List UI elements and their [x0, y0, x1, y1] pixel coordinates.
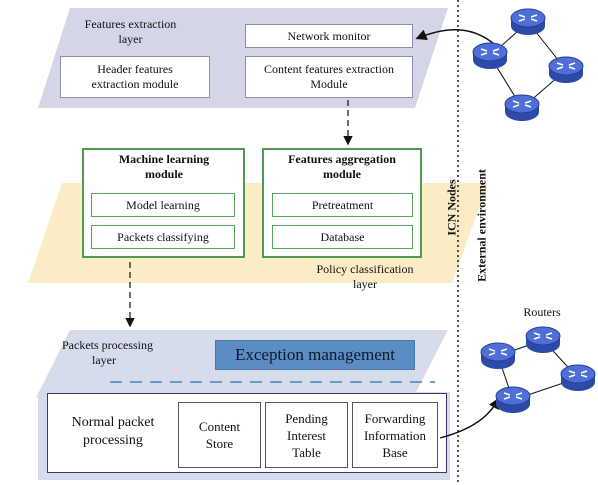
network-monitor-box: Network monitor: [245, 24, 413, 48]
router-icon: [472, 42, 508, 70]
features-extraction-layer-title: Features extraction layer: [84, 17, 177, 46]
router-icon: [560, 364, 596, 392]
database-box: Database: [272, 225, 413, 249]
routers-label: Routers: [523, 305, 561, 319]
normal-packet-processing-label: Normal packet processing: [71, 415, 155, 448]
arrow-fib-to-routers: [439, 397, 500, 439]
router-icon: [525, 326, 561, 354]
pending-interest-table-box: Pending Interest Table: [265, 402, 348, 468]
exception-management-box: Exception management: [215, 340, 415, 370]
packets-classifying-box: Packets classifying: [91, 225, 235, 249]
features-aggregation-module-title: Features aggregation module: [288, 152, 396, 181]
router-icon: [510, 8, 546, 36]
router-icon: [504, 94, 540, 122]
packets-processing-layer-title: Packets processing layer: [62, 338, 153, 367]
header-features-module: Header features extraction module: [60, 56, 210, 98]
content-store-box: Content Store: [178, 402, 261, 468]
router-icon: [548, 56, 584, 84]
policy-classification-layer-title: Policy classification layer: [316, 262, 414, 291]
model-learning-box: Model learning: [91, 193, 235, 217]
pretreatment-box: Pretreatment: [272, 193, 413, 217]
content-features-module: Content features extraction Module: [245, 56, 413, 98]
forwarding-information-base-box: Forwarding Information Base: [352, 402, 438, 468]
router-icon: [495, 386, 531, 414]
machine-learning-module-title: Machine learning module: [118, 152, 210, 181]
router-icon: [480, 342, 516, 370]
